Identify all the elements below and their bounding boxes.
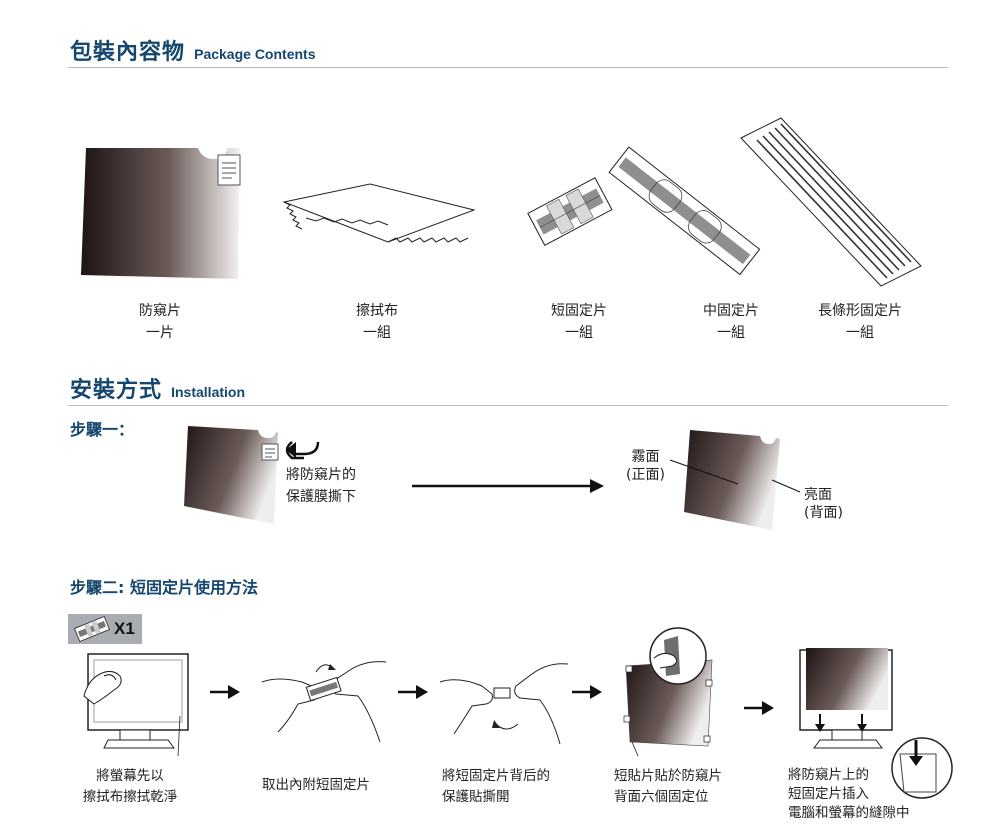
step2-caption-take-out: 取出內附短固定片 <box>262 775 370 796</box>
section-divider-installation <box>68 405 948 406</box>
item-qty: 一組 <box>846 325 874 341</box>
privacy-filter-illustration <box>81 148 241 279</box>
medium-fixing-strip-illustration <box>608 146 761 276</box>
badge-quantity: X1 <box>114 619 135 638</box>
step1-long-arrow-icon <box>412 479 604 493</box>
short-strip-icon <box>74 615 110 643</box>
step2-insert-filter-illustration <box>799 648 953 799</box>
peel-arrow-icon <box>285 441 320 460</box>
short-fixing-strip-illustration <box>527 177 613 246</box>
step2-caption-peel: 將短固定片背后的 保護貼撕開 <box>442 766 550 808</box>
step1-note-line1: 將防窺片的 <box>286 467 356 483</box>
package-item-medium-strip: 中固定片 一組 <box>681 300 781 344</box>
installation-title-en: Installation <box>171 384 246 400</box>
step2-arrow-2-icon <box>398 685 428 699</box>
caption-line2: 背面六個固定位 <box>614 789 709 805</box>
short-strip-quantity-badge: X1 <box>68 614 142 644</box>
caption-line1: 短貼片貼於防窺片 <box>614 768 722 784</box>
package-item-short-strip: 短固定片 一組 <box>529 300 629 344</box>
step2-arrow-1-icon <box>210 685 240 699</box>
caption-line2: 擦拭布擦拭乾淨 <box>82 789 178 805</box>
package-item-cleaning-cloth: 擦拭布 一組 <box>327 300 427 344</box>
step1-filter-matte-illustration <box>669 430 801 530</box>
step-two-label: 步驟二: 短固定片使用方法 <box>70 578 258 597</box>
item-qty: 一片 <box>146 325 174 341</box>
package-contents-heading: 包裝內容物 Package Contents <box>70 34 315 66</box>
step1-note-line2: 保護膜撕下 <box>286 489 356 505</box>
package-title-en: Package Contents <box>194 46 316 62</box>
item-qty: 一組 <box>717 325 745 341</box>
caption-line1: 取出內附短固定片 <box>262 777 370 793</box>
long-fixing-strip-illustration <box>740 117 922 287</box>
package-title-cn: 包裝內容物 <box>70 40 186 65</box>
caption-line1: 將防窺片上的 <box>788 767 869 783</box>
step1-filter-with-film-illustration <box>184 426 279 524</box>
step2-peel-backing-illustration <box>439 663 569 745</box>
matte-line2: (正面) <box>626 467 665 483</box>
caption-line3: 電腦和螢幕的縫隙中 <box>788 805 910 821</box>
step2-arrow-3-icon <box>572 685 602 699</box>
package-item-privacy-filter: 防窺片 一片 <box>110 300 210 344</box>
installation-title-cn: 安裝方式 <box>70 378 163 403</box>
step2-caption-attach: 短貼片貼於防窺片 背面六個固定位 <box>614 766 722 808</box>
caption-line2: 短固定片插入 <box>788 786 869 802</box>
step2-arrow-4-icon <box>744 701 774 715</box>
glossy-line1: 亮面 <box>804 487 832 503</box>
item-name: 防窺片 <box>139 303 181 319</box>
caption-line1: 將螢幕先以 <box>96 768 164 784</box>
step2-attach-strips-illustration <box>623 627 713 757</box>
section-divider-package <box>68 67 948 68</box>
caption-line2: 保護貼撕開 <box>442 789 510 805</box>
item-name: 短固定片 <box>551 303 607 319</box>
item-qty: 一組 <box>363 325 391 341</box>
glossy-side-label: 亮面 (背面) <box>804 486 843 522</box>
step2-caption-wipe: 將螢幕先以 擦拭布擦拭乾淨 <box>80 766 180 808</box>
step2-wipe-monitor-illustration <box>83 653 189 757</box>
cleaning-cloth-illustration <box>282 183 476 243</box>
item-name: 中固定片 <box>703 303 759 319</box>
item-name: 擦拭布 <box>356 303 398 319</box>
package-item-long-strip: 長條形固定片 一組 <box>810 300 910 344</box>
installation-heading: 安裝方式 Installation <box>70 372 245 404</box>
glossy-line2: (背面) <box>804 505 843 521</box>
item-name: 長條形固定片 <box>818 303 902 319</box>
matte-side-label: 霧面 (正面) <box>626 448 665 484</box>
step2-caption-insert: 將防窺片上的 短固定片插入 電腦和螢幕的縫隙中 <box>788 766 910 823</box>
matte-line1: 霧面 <box>631 449 660 465</box>
step2-take-out-strip-illustration <box>261 661 387 743</box>
step1-peel-note: 將防窺片的 保護膜撕下 <box>286 464 356 508</box>
caption-line1: 將短固定片背后的 <box>442 768 550 784</box>
item-qty: 一組 <box>565 325 593 341</box>
step-one-label: 步驟一： <box>70 420 135 439</box>
